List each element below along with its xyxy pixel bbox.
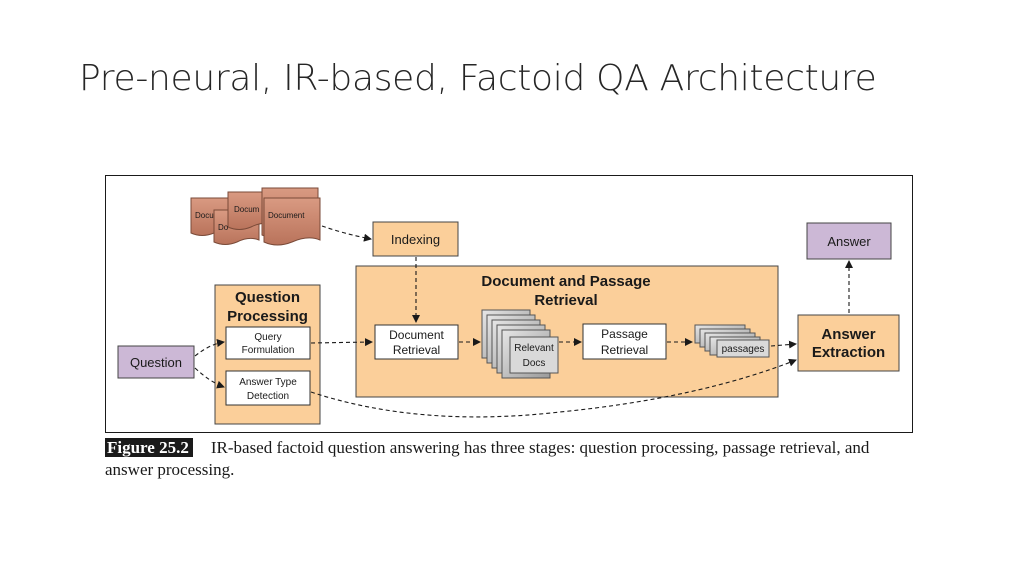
document-shape [263,197,321,246]
relevant-docs-label-line2: Docs [523,358,546,369]
figure-frame [105,175,913,433]
question-processing-title-line1: Question [235,289,300,306]
slide-title: Pre-neural, IR-based, Factoid QA Archite… [79,58,877,99]
document-retrieval-box [374,324,459,360]
passage-retrieval-box [582,323,667,360]
document-retrieval-label-line2: Retrieval [393,343,440,357]
passage-retrieval-label-line1: Passage [601,327,648,341]
answer-extraction-box [797,314,900,372]
query-formulation-label-line1: Query [254,332,281,343]
indexing-label: Indexing [391,232,440,247]
stack-sheet-front [716,339,770,358]
passages-label: passages [722,344,765,355]
question-label: Question [130,355,182,370]
answer-type-detection-label-line1: Answer Type [239,377,297,388]
passages-stack: passages [694,324,770,358]
arrow-question-to-query [194,339,225,357]
document-label: Do [218,223,229,232]
doc-passage-retrieval-title-line1: Document and Passage [481,273,650,290]
figure-caption-text: IR-based factoid question answering has … [105,438,870,479]
document-label: Docum [234,205,260,214]
flow-arrows [194,225,853,418]
relevant-docs-stack: Relevant Docs [481,309,559,379]
arrow-query-to-doc-retrieval [310,338,373,347]
arrow-question-to-answer-type [194,367,225,389]
arrow-answer-type-to-extraction [310,358,797,418]
answer-type-detection-label-line2: Detection [247,391,289,402]
figure-label: Figure 25.2 [105,438,193,457]
query-formulation-label-line2: Formulation [242,345,295,356]
question-box [117,345,195,379]
answer-type-detection-box [225,370,311,406]
relevant-docs-label-line1: Relevant [514,343,554,354]
document-stack: Docu Do Docum Document [190,187,321,246]
doc-passage-retrieval-title-line2: Retrieval [534,292,597,309]
answer-extraction-label-line2: Extraction [812,344,885,361]
answer-box [806,222,892,260]
question-processing-title-line2: Processing [227,308,308,325]
arrow-docs-to-indexing [321,225,372,242]
answer-extraction-label-line1: Answer [821,326,875,343]
stack-sheet-front [509,336,559,374]
document-label: Docu [195,211,214,220]
passage-retrieval-label-line2: Retrieval [601,343,648,357]
indexing-box [372,221,459,257]
document-label: Document [268,211,305,220]
document-retrieval-label-line1: Document [389,328,444,342]
answer-label: Answer [827,234,871,249]
query-formulation-box [225,326,311,360]
